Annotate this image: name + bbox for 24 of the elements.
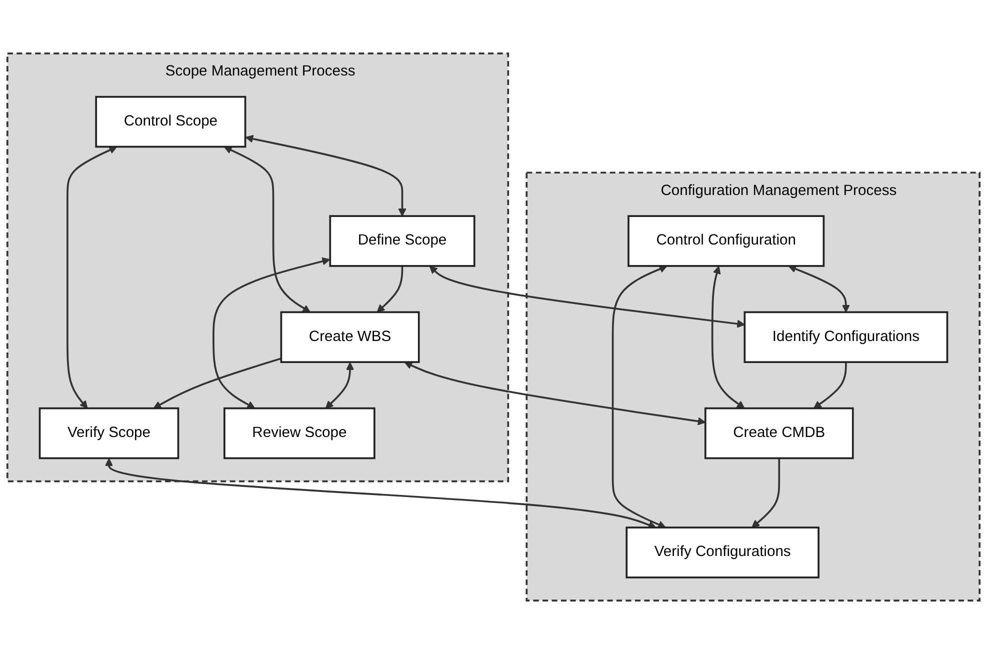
node-box: Define Scope	[329, 215, 476, 267]
node-box: Review Scope	[224, 407, 376, 460]
arrow	[376, 266, 404, 313]
arrow	[429, 266, 746, 328]
node-box: Create CMDB	[704, 407, 854, 460]
arrow	[325, 362, 354, 409]
node-box: Control Configuration	[628, 215, 825, 267]
node-box: Verify Configurations	[626, 526, 820, 578]
arrow	[66, 146, 118, 409]
arrow	[104, 458, 656, 529]
arrow	[788, 265, 850, 313]
arrow	[813, 362, 847, 409]
arrow	[212, 257, 330, 409]
arrow	[153, 358, 282, 409]
arrow	[245, 134, 406, 216]
arrow	[404, 362, 706, 426]
node-box: Identify Configurations	[744, 311, 948, 364]
arrow	[752, 458, 780, 528]
node-box: Verify Scope	[38, 407, 180, 460]
arrow	[711, 266, 745, 409]
node-box: Create WBS	[280, 311, 420, 364]
node-box: Control Scope	[95, 96, 246, 148]
arrow	[224, 146, 311, 313]
arrow	[612, 265, 668, 528]
